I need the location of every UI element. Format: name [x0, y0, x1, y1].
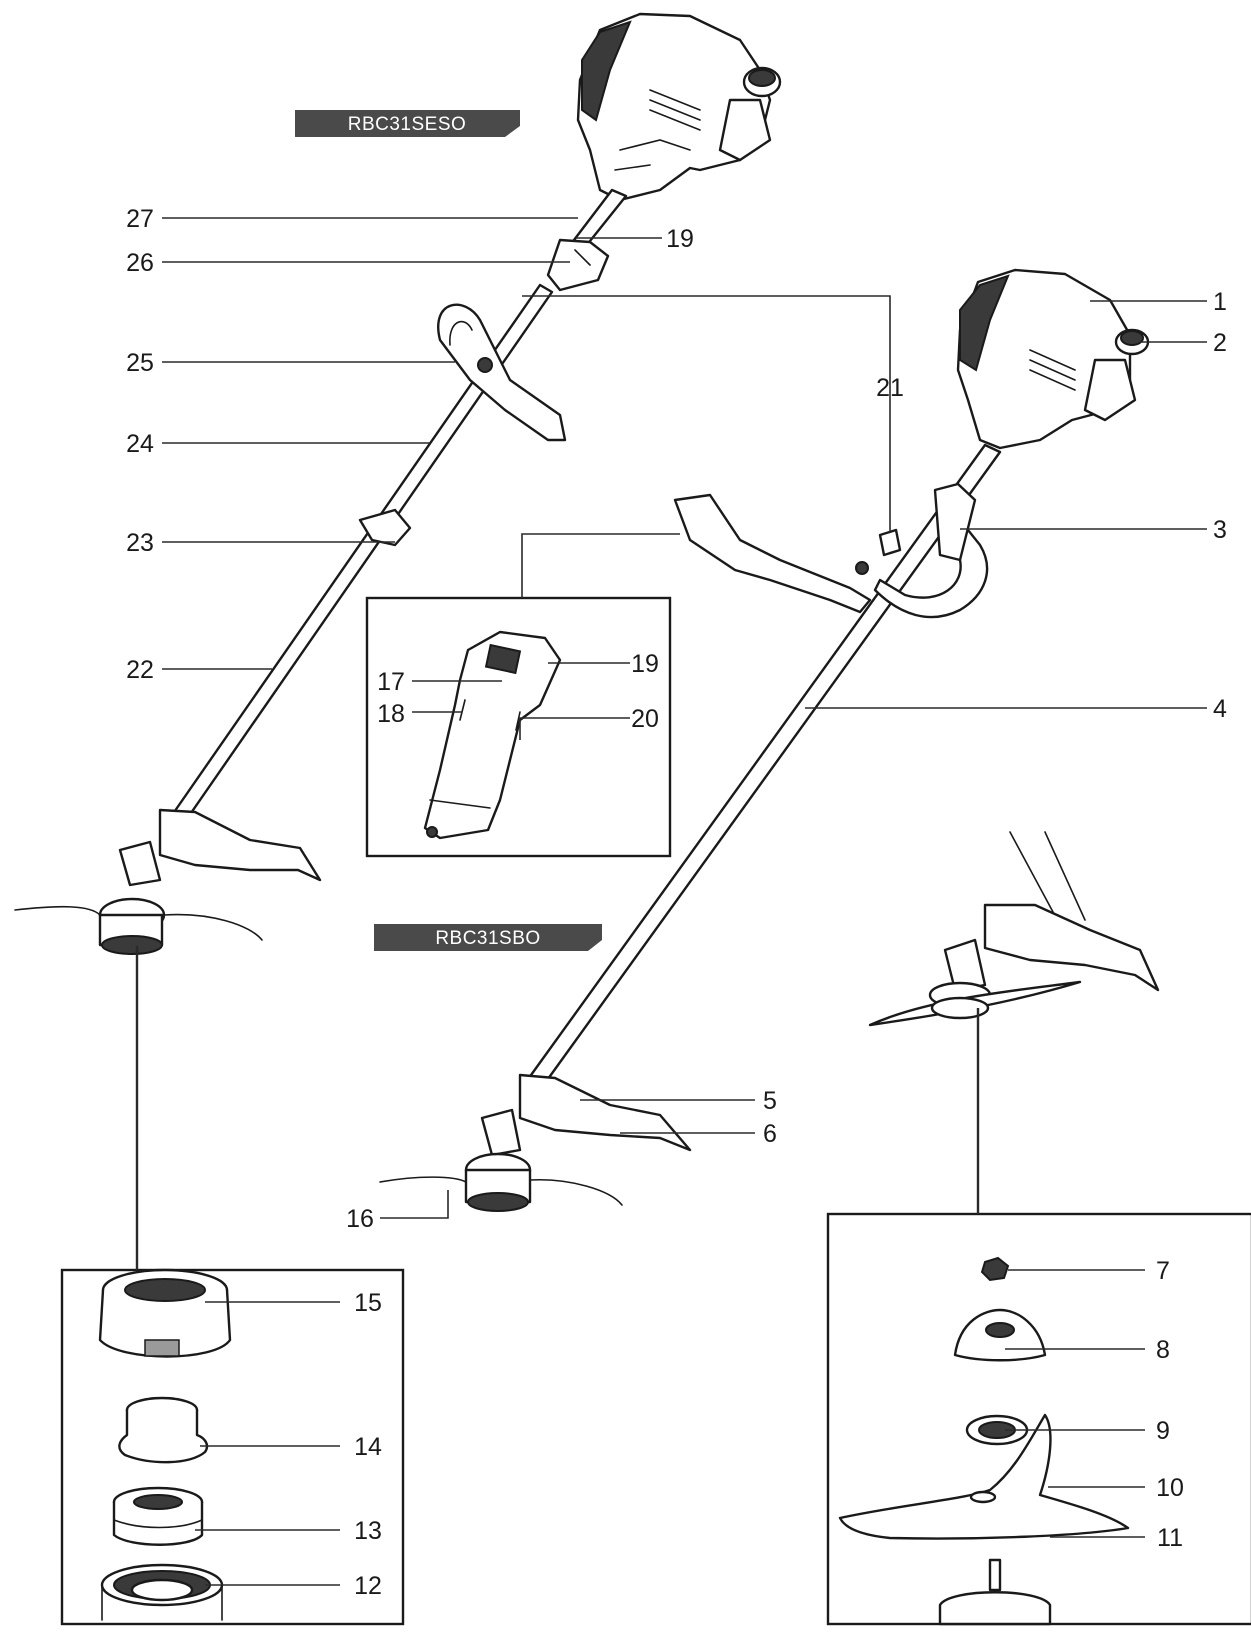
part-number-10: 10 — [1156, 1474, 1184, 1502]
model-label-text: RBC31SESO — [348, 114, 467, 135]
part-number-25: 25 — [126, 349, 154, 377]
trimmer-head-left — [14, 808, 322, 955]
trimmer-head-right — [379, 1073, 692, 1212]
part-number-18: 18 — [377, 700, 405, 728]
part-number-24: 24 — [126, 430, 154, 458]
model-label-text: RBC31SBO — [435, 928, 540, 949]
part-number-23: 23 — [126, 529, 154, 557]
part-number-5: 5 — [763, 1087, 777, 1115]
part-number-27: 27 — [126, 205, 154, 233]
part-number-13: 13 — [354, 1517, 382, 1545]
part-number-2: 2 — [1213, 329, 1227, 357]
part-number-19-inset: 19 — [631, 650, 659, 678]
part-number-14: 14 — [354, 1433, 382, 1461]
left-trimmer — [14, 12, 782, 955]
part-number-21: 21 — [876, 374, 904, 402]
part-numbers: 1 2 3 4 5 6 7 8 9 10 11 12 13 14 15 16 1… — [126, 205, 1227, 1600]
blade-head-assembly — [868, 831, 1160, 1027]
part-number-3: 3 — [1213, 516, 1227, 544]
part-number-11: 11 — [1157, 1524, 1183, 1552]
part-number-17: 17 — [377, 668, 405, 696]
part-number-4: 4 — [1213, 695, 1227, 723]
part-number-6: 6 — [763, 1120, 777, 1148]
inset-throttle-detail — [365, 533, 680, 858]
part-number-15: 15 — [354, 1289, 382, 1317]
model-label-rbc31sbo: RBC31SBO — [374, 924, 602, 951]
engine-right — [956, 268, 1150, 450]
inset-spool-parts — [60, 946, 405, 1626]
right-trimmer — [379, 268, 1150, 1212]
part-number-26: 26 — [126, 249, 154, 277]
part-number-9: 9 — [1156, 1417, 1170, 1445]
part-number-1: 1 — [1213, 288, 1227, 316]
part-number-19: 19 — [666, 225, 694, 253]
part-number-8: 8 — [1156, 1336, 1170, 1364]
part-number-22: 22 — [126, 656, 154, 684]
inset-blade-parts — [826, 1008, 1251, 1626]
leader-lines — [162, 217, 1207, 1586]
part-number-20: 20 — [631, 705, 659, 733]
part-number-12: 12 — [354, 1572, 382, 1600]
part-number-16: 16 — [346, 1205, 374, 1233]
engine-left — [576, 12, 782, 202]
model-label-rbc31seso: RBC31SESO — [295, 110, 520, 137]
part-number-7: 7 — [1156, 1257, 1170, 1285]
